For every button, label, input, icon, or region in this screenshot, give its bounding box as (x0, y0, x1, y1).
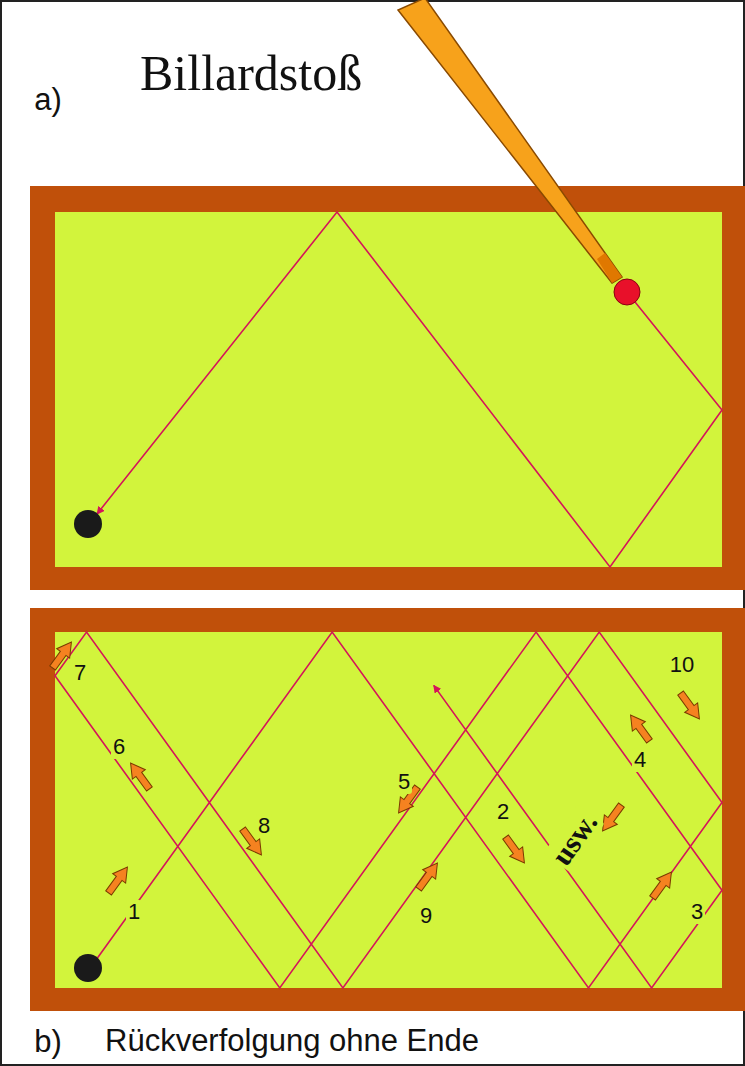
direction-arrow (624, 710, 656, 745)
direction-arrow (499, 832, 531, 867)
direction-arrow (102, 862, 134, 897)
direction-arrow (646, 867, 678, 902)
panel-label: b) (32, 1025, 64, 1059)
callout-number: 5 (396, 770, 412, 794)
direction-arrow (102, 862, 134, 897)
table-cloth (55, 632, 722, 988)
direction-arrow (412, 858, 444, 893)
panel-label: a) (32, 83, 64, 117)
direction-arrow (674, 688, 706, 723)
callout-number: 1 (126, 900, 142, 924)
direction-arrow (596, 800, 628, 835)
black-ball (74, 954, 102, 982)
black-ball (74, 510, 102, 538)
direction-arrow (646, 867, 678, 902)
caption: Rückverfolgung ohne Ende (105, 1024, 479, 1058)
table-cushion (30, 186, 745, 590)
direction-arrow (499, 832, 531, 867)
direction-arrow (674, 688, 706, 723)
callout-number: 10 (668, 653, 696, 677)
table-cloth (55, 212, 722, 567)
direction-arrow (124, 758, 156, 793)
callout-number: 8 (256, 814, 272, 838)
callout-number: 2 (495, 800, 511, 824)
title: Billardstoß (140, 46, 362, 101)
direction-arrow (412, 858, 444, 893)
direction-arrow (124, 758, 156, 793)
callout-number: 4 (632, 748, 648, 772)
billiard-cue (398, 0, 622, 283)
red-ball (614, 279, 640, 305)
callout-number: 9 (418, 904, 434, 928)
callout-number: 6 (111, 735, 127, 759)
direction-arrow (596, 800, 628, 835)
table-cushion (30, 608, 745, 1011)
cue-tip (597, 253, 622, 283)
callout-number: 7 (72, 661, 88, 685)
callout-number: 3 (689, 900, 705, 924)
ball-path (55, 632, 722, 988)
direction-arrow (624, 710, 656, 745)
ball-path (97, 212, 722, 567)
